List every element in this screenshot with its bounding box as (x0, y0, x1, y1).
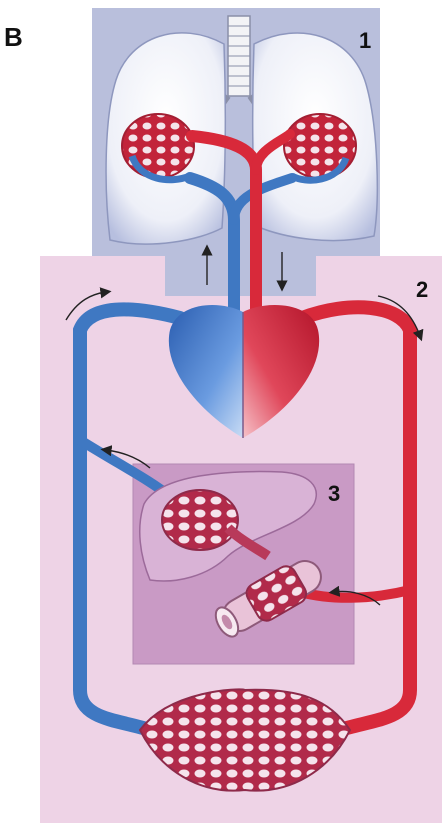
liver-capillary-bed (162, 490, 238, 550)
region-label-liver-intestine: 3 (328, 481, 340, 507)
region-label-lungs: 1 (359, 28, 371, 54)
panel-letter: B (4, 22, 23, 53)
left-lung-capillary-bed (122, 114, 194, 178)
region-label-systemic: 2 (416, 277, 428, 303)
right-lung-capillary-bed (284, 114, 356, 178)
